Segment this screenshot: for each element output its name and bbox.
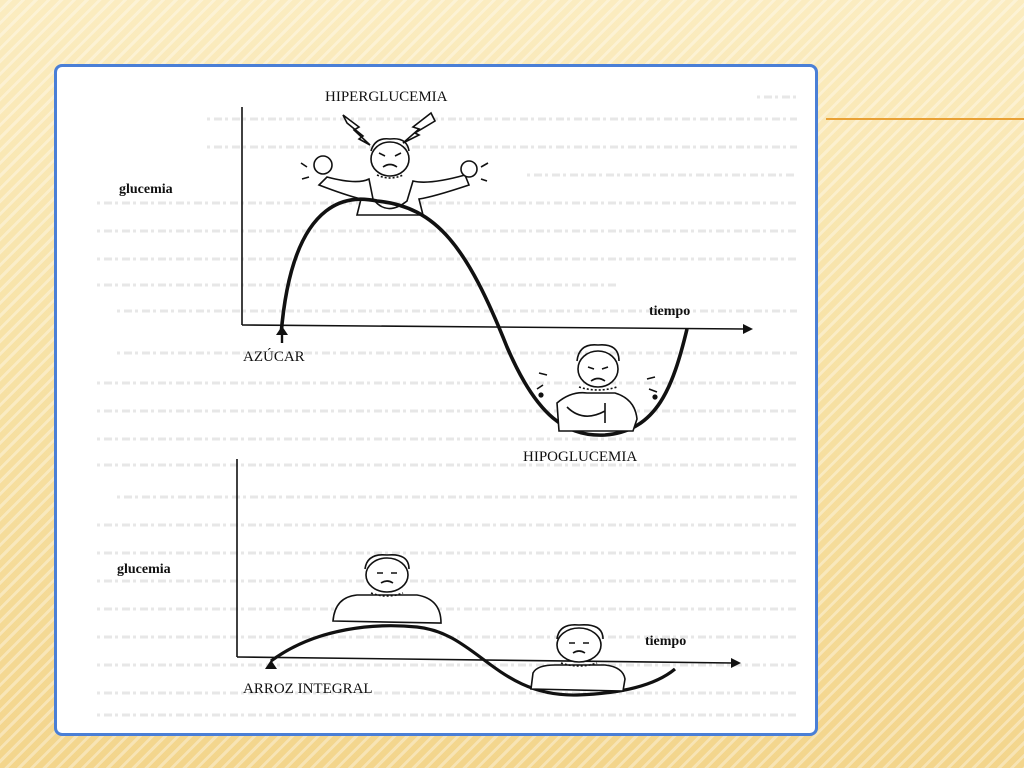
glucose-diagrams: HIPERGLUCEMIA glucemi (97, 89, 797, 717)
calm-person-icon (332, 553, 442, 624)
top-x-axis (241, 324, 746, 330)
lightning-icon (342, 111, 437, 146)
sugar-arrow-icon (276, 326, 288, 335)
top-x-label: tiempo (649, 304, 690, 319)
brown-rice-label: ARROZ INTEGRAL (243, 681, 373, 697)
background-text-texture (97, 95, 797, 717)
rice-arrow-icon (265, 660, 277, 669)
hyperglycemia-label: HIPERGLUCEMIA (325, 89, 448, 105)
calm-person-icon (530, 623, 626, 692)
sugar-label: AZÚCAR (243, 348, 305, 365)
top-glucose-curve (279, 197, 689, 437)
crying-person-icon (536, 344, 658, 432)
bottom-x-axis-arrow (731, 658, 741, 668)
diagram-frame: HIPERGLUCEMIA glucemi (54, 64, 818, 736)
top-diagram: HIPERGLUCEMIA glucemi (119, 89, 753, 465)
accent-line (826, 118, 1024, 120)
bottom-glucose-curve (270, 624, 677, 697)
bottom-y-label: glucemia (117, 562, 171, 577)
top-y-label: glucemia (119, 182, 173, 197)
angry-person-icon (300, 137, 489, 216)
bottom-x-label: tiempo (645, 634, 686, 649)
top-x-axis-arrow (743, 324, 753, 334)
hypoglycemia-label: HIPOGLUCEMIA (523, 449, 637, 465)
bottom-diagram: glucemia tiempo (117, 459, 741, 697)
